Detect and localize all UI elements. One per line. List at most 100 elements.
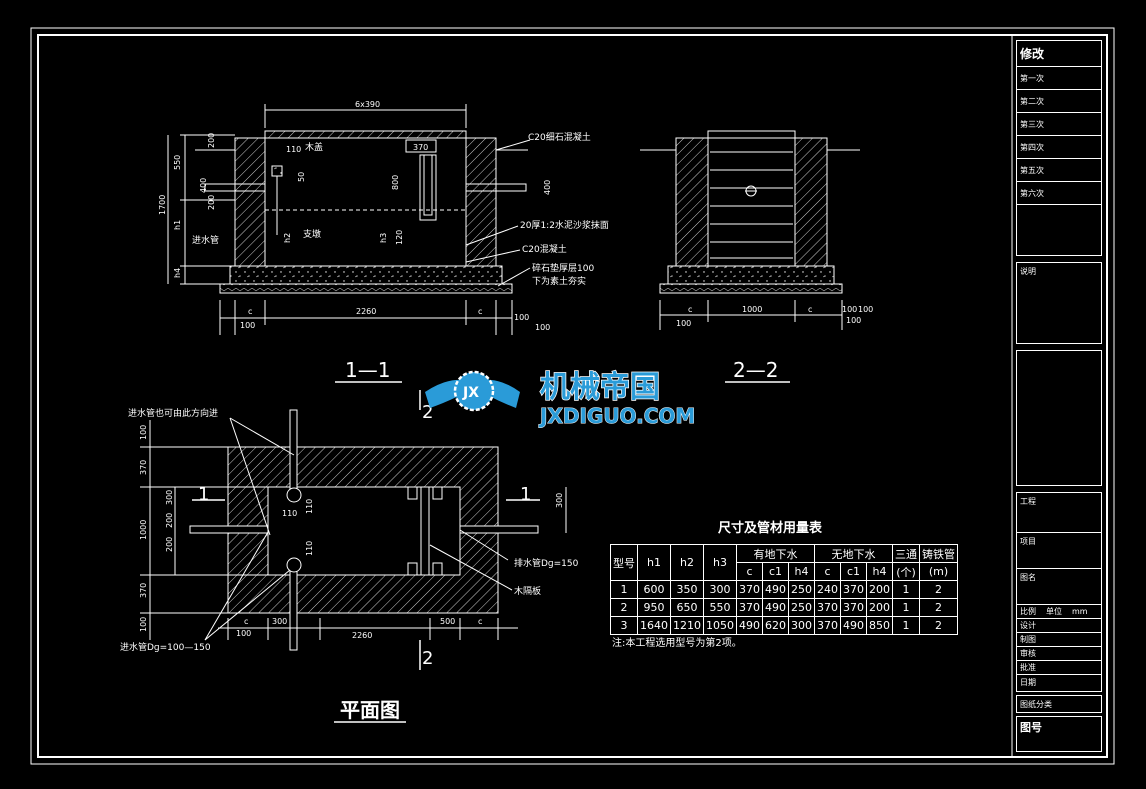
cell: 950	[637, 598, 671, 617]
cut-2-bottom: 2	[422, 648, 433, 669]
revision-row: 第三次	[1017, 113, 1101, 136]
label-inlet-note: 进水管也可由此方向进	[128, 407, 218, 419]
dim-2260: 2260	[356, 307, 376, 316]
section-1-1-label: 1—1	[335, 358, 402, 383]
dim-h2: h2	[283, 233, 292, 243]
cell: 1	[892, 580, 920, 599]
cell: 1050	[703, 616, 737, 635]
dim-h4: h4	[173, 268, 182, 278]
dim-c-left: c	[248, 307, 252, 316]
cell: 490	[840, 616, 867, 635]
revision-title: 修改	[1017, 41, 1101, 67]
dim-110b-plan: 110	[305, 499, 314, 514]
cell: 240	[814, 580, 841, 599]
dim-h1: h1	[173, 220, 182, 230]
section-2-2-label: 2—2	[725, 358, 790, 383]
info-drawing: 图名	[1017, 569, 1101, 605]
cell: 600	[637, 580, 671, 599]
label-mugai: 木盖	[305, 141, 323, 153]
dim-1700: 1700	[158, 195, 167, 215]
cell: 490	[762, 580, 789, 599]
th-h1: h1	[637, 544, 671, 581]
dim-2260-plan: 2260	[352, 631, 372, 640]
dim-100b: 100	[514, 313, 529, 322]
dim-100a-22: 100	[676, 319, 691, 328]
cell: 2	[919, 598, 958, 617]
section-2-2-annotations: c c 1000 100 100 100 100	[676, 305, 873, 328]
th-tee-unit: (个)	[892, 562, 920, 581]
table-note: 注:本工程选用型号为第2项。	[612, 638, 742, 649]
dim-1000-22: 1000	[742, 305, 762, 314]
dim-100c: 100	[535, 323, 550, 332]
info-check: 审核	[1017, 647, 1101, 661]
info-item: 项目	[1017, 533, 1101, 569]
label-soil: 下为素土夯实	[532, 275, 586, 287]
dim-100d-22: 100	[858, 305, 873, 314]
cell: 2	[919, 616, 958, 635]
explain-panel: 说明	[1016, 262, 1102, 344]
dimension-table: 型号 h1 h2 h3 有地下水 无地下水 三通 铸铁管 c c1 h4 c c…	[610, 544, 958, 635]
label-mortar: 20厚1:2水泥沙浆抹面	[520, 219, 609, 231]
th-pipe-unit: (m)	[919, 562, 958, 581]
watermark: JX 机械帝国 JXDIGUO.COM	[425, 369, 696, 429]
plan-annotations: 进水管也可由此方向进 排水管Dɡ=150 木隔板 进水管Dɡ=100—150 1…	[120, 407, 579, 653]
th-no-gw: 无地下水	[814, 544, 893, 563]
section-2-2	[640, 130, 860, 330]
info-draw: 制图	[1017, 633, 1101, 647]
cell: 200	[866, 580, 893, 599]
revision-panel: 修改 第一次 第二次 第三次 第四次 第五次 第六次	[1016, 40, 1102, 256]
cell: 300	[788, 616, 815, 635]
cell: 370	[814, 616, 841, 635]
dim-1000-plan: 1000	[139, 520, 148, 540]
cell: 370	[840, 598, 867, 617]
gear-icon	[453, 370, 495, 412]
th-h2: h2	[670, 544, 704, 581]
plan-title: 平面图	[340, 698, 400, 722]
dim-550: 550	[173, 155, 182, 170]
dim-800: 800	[391, 175, 400, 190]
th-with-gw: 有地下水	[736, 544, 815, 563]
dim-100b-22: 100	[842, 305, 857, 314]
section-1-1-annotations: 6x390 370 550 1700 h1 h4 200 200 400 400…	[158, 100, 609, 332]
cell: 1	[892, 616, 920, 635]
dim-h3: h3	[379, 233, 388, 243]
info-catalog: 图纸分类	[1020, 699, 1052, 709]
cell: 370	[814, 598, 841, 617]
th-h4: h4	[866, 562, 893, 581]
cell: 350	[670, 580, 704, 599]
label-gravel: 碎石垫厚层100	[532, 262, 594, 274]
dim-200b: 200	[207, 195, 216, 210]
cut-1-right: 1	[520, 484, 531, 505]
cell: 200	[866, 598, 893, 617]
dim-c-right-22: c	[808, 305, 812, 314]
blank-panel	[1016, 350, 1102, 486]
th-c: c	[736, 562, 763, 581]
dim-370a-plan: 370	[139, 460, 148, 475]
plan-view	[140, 390, 567, 670]
dim-200a: 200	[207, 133, 216, 148]
info-unit: 单位	[1046, 607, 1062, 616]
info-number: 图号	[1020, 721, 1042, 734]
revision-row: 第一次	[1017, 67, 1101, 90]
cell: 1640	[637, 616, 671, 635]
cell: 370	[840, 580, 867, 599]
label-outlet: 排水管Dɡ=150	[514, 557, 579, 569]
section-title-1-1: 1—1	[345, 358, 390, 382]
cut-1-left: 1	[198, 484, 209, 505]
watermark-cn: 机械帝国	[540, 370, 660, 405]
table-title: 尺寸及管材用量表	[718, 521, 823, 536]
number-panel: 图号	[1016, 716, 1102, 752]
dim-100a: 100	[240, 321, 255, 330]
info-date: 日期	[1020, 677, 1036, 687]
catalog-panel: 图纸分类	[1016, 695, 1102, 713]
cell: 250	[788, 598, 815, 617]
dim-200b-plan: 200	[165, 537, 174, 552]
cell: 550	[703, 598, 737, 617]
dim-100b-plan: 100	[139, 617, 148, 632]
cell: 490	[762, 598, 789, 617]
dim-50: 50	[297, 172, 306, 182]
label-c20: C20混凝土	[522, 243, 567, 255]
info-approve: 批准	[1017, 661, 1101, 675]
